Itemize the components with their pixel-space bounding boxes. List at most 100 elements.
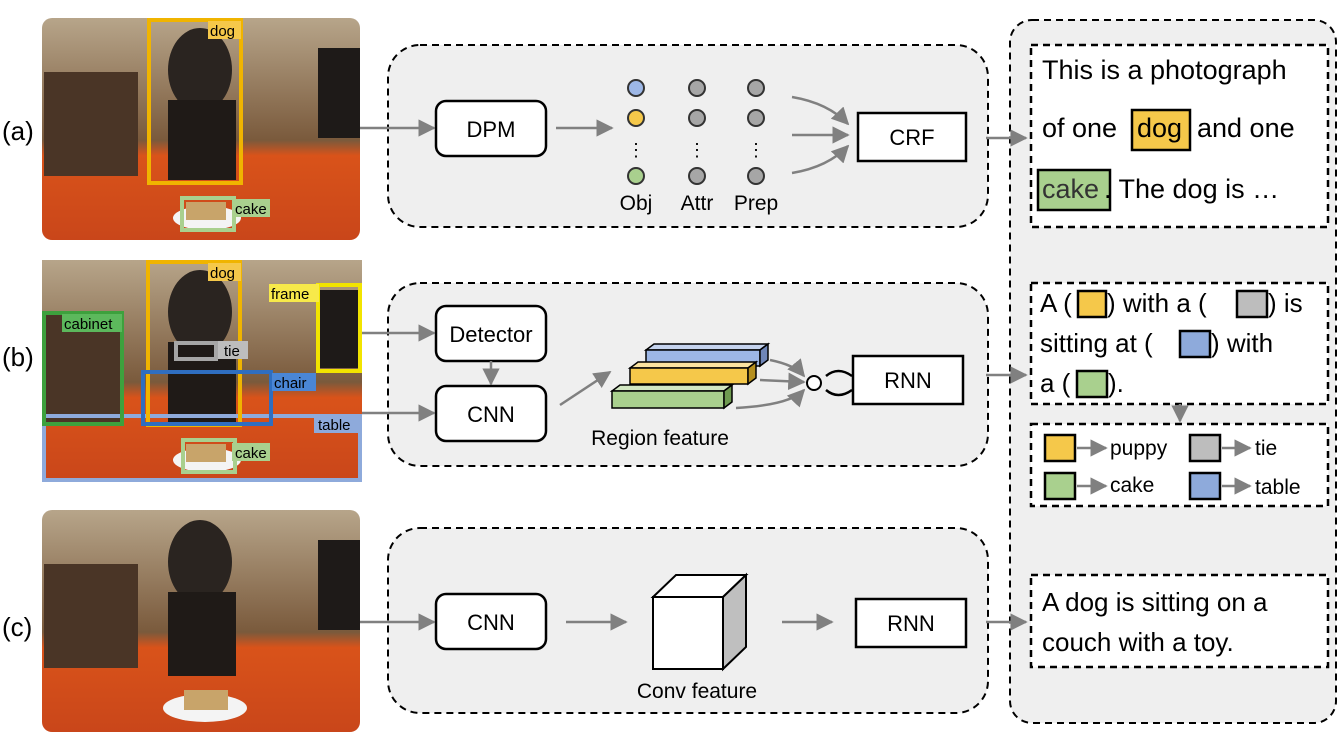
caption-a-line1: This is a photograph (1042, 55, 1287, 85)
merge-node (806, 375, 822, 391)
caption-b-line1-b: ) with a ( (1107, 288, 1207, 318)
cnn-box-b (434, 384, 548, 443)
caption-box-c (1029, 573, 1330, 669)
bbox-frame (316, 283, 362, 373)
arrow-feature-bottom-to-merge (735, 388, 806, 410)
crf-box (856, 111, 968, 163)
arrow-nodes-to-crf-top (791, 95, 850, 126)
tag-dog-text: dog (210, 23, 235, 40)
caption-b-line3-b: ). (1108, 368, 1124, 398)
rnn-box-c (854, 597, 968, 649)
row-a-label: (a) (2, 116, 34, 146)
obj-node-2 (627, 109, 645, 127)
caption-a-line2-end: and one (1197, 113, 1295, 143)
region-feature-stack (609, 342, 771, 410)
legend-swatch-tie (1188, 433, 1222, 463)
tag-frame (269, 284, 319, 302)
tag-dog-b-text: dog (210, 265, 235, 282)
row-b: (b) table cabinet dog frame tie chair ca… (2, 260, 1330, 508)
legend-swatch-table (1188, 471, 1222, 501)
caption-b-line3-a: a ( (1040, 368, 1071, 398)
region-feature-label: Region feature (591, 427, 729, 450)
row-a: (a) dog cake DPM ⋮ ⋮ ⋮ Obj (2, 18, 1330, 240)
slot-legend-box (1029, 422, 1330, 508)
dpm-box (434, 99, 548, 158)
detector-label: Detector (449, 322, 532, 347)
arrow-cnn-to-region-feature (559, 370, 612, 407)
photo-a (42, 18, 360, 240)
caption-b-line2-b: ) with (1211, 328, 1273, 358)
photo-c (42, 510, 360, 732)
legend-swatch-puppy (1043, 433, 1077, 463)
pipeline-panel-a (387, 44, 989, 228)
prep-ellipsis: ⋮ (747, 140, 765, 160)
conv-feature-label: Conv feature (637, 680, 757, 703)
arrow-nodes-to-crf-bottom (791, 144, 850, 175)
obj-column-label: Obj (620, 192, 653, 215)
caption-b-line1-a: A ( (1040, 288, 1072, 318)
row-c: (c) CNN Conv feature RNN A dog is sittin… (2, 510, 1330, 732)
prep-node-1 (747, 79, 765, 97)
attr-ellipsis: ⋮ (688, 140, 706, 160)
cnn-c-label: CNN (467, 610, 515, 635)
attr-node-2 (688, 109, 706, 127)
bbox-dog (147, 18, 243, 185)
tag-table (314, 415, 360, 433)
legend-word-puppy: puppy (1110, 437, 1168, 460)
legend-swatch-cake (1043, 471, 1077, 501)
attr-node-3 (688, 167, 706, 185)
caption-a-cake-highlight (1036, 168, 1112, 212)
prep-node-3 (747, 167, 765, 185)
tag-cabinet-text: cabinet (64, 316, 113, 333)
cnn-b-label: CNN (467, 402, 515, 427)
obj-ellipsis: ⋮ (627, 140, 645, 160)
rnn-b-label: RNN (884, 368, 932, 393)
caption-b-slot-table (1178, 329, 1212, 359)
tag-cabinet (62, 314, 122, 332)
tag-tie (218, 341, 248, 359)
prep-column-label: Prep (734, 192, 778, 215)
caption-a-dog-highlight (1130, 108, 1192, 152)
tag-tie-text: tie (224, 343, 240, 360)
cnn-box-c (434, 592, 548, 651)
bbox-table (42, 414, 362, 482)
caption-b-slot-tie (1235, 289, 1269, 319)
caption-c-line1: A dog is sitting on a (1042, 587, 1268, 617)
tag-cake-text: cake (235, 201, 267, 218)
row-c-label: (c) (2, 612, 32, 642)
tag-cake-b (232, 443, 270, 461)
crf-label: CRF (889, 125, 934, 150)
caption-a-cake-word: cake (1042, 174, 1099, 204)
prep-node-2 (747, 109, 765, 127)
caption-b-slot-dog (1076, 289, 1108, 319)
dpm-label: DPM (467, 117, 516, 142)
legend-word-table: table (1255, 476, 1301, 499)
row-b-label: (b) (2, 342, 34, 372)
tag-cake (232, 199, 270, 217)
obj-node-3 (627, 167, 645, 185)
legend-word-tie: tie (1255, 437, 1277, 460)
attr-column-label: Attr (681, 192, 714, 215)
tag-dog-b (208, 263, 241, 281)
tag-table-text: table (318, 417, 351, 434)
obj-node-1 (627, 79, 645, 97)
bbox-chair (141, 370, 273, 426)
conv-feature-cube (650, 572, 749, 672)
recurrent-loop-icon (825, 369, 853, 397)
legend-word-cake: cake (1110, 474, 1154, 497)
bbox-cabinet (42, 311, 124, 426)
tag-dog (208, 21, 241, 39)
rnn-box-b (851, 354, 965, 406)
tag-chair-text: chair (274, 375, 307, 392)
caption-b-slot-cake (1075, 369, 1109, 399)
caption-a-line2-start: of one (1042, 113, 1117, 143)
arrow-feature-mid-to-merge (759, 372, 806, 391)
caption-b-line2-a: sitting at ( (1040, 328, 1153, 358)
bbox-tie (174, 341, 218, 361)
caption-a-dog-word: dog (1137, 113, 1182, 143)
attr-node-1 (688, 79, 706, 97)
caption-c-line2: couch with a toy. (1042, 627, 1234, 657)
tag-chair (272, 373, 316, 391)
caption-b-line1-c: ) is (1268, 288, 1303, 318)
